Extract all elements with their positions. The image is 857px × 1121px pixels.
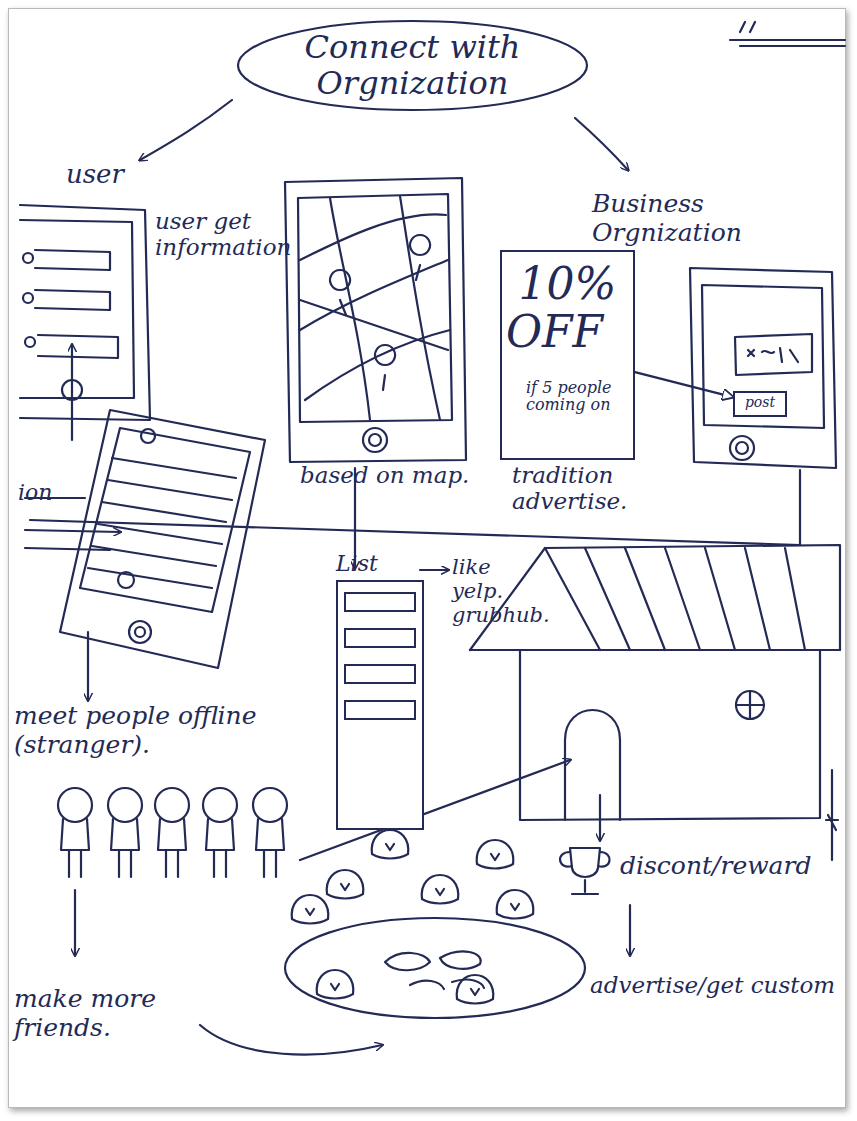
list-note: like yelp. grubhub. xyxy=(452,555,542,627)
node-text: List xyxy=(336,552,424,576)
list-view: List xyxy=(336,552,424,837)
list-arrow xyxy=(420,569,448,571)
reward-arrow xyxy=(629,905,631,955)
title-oval: Connect with Orgnization xyxy=(235,18,590,113)
node-text: if 5 people coming on xyxy=(506,379,629,414)
friends-note: make more friends. xyxy=(14,985,254,1043)
list-row xyxy=(344,628,416,648)
list-box xyxy=(336,580,424,830)
oval-arrows xyxy=(140,22,845,170)
friends-table xyxy=(200,830,585,1055)
user-label: user xyxy=(66,160,186,190)
post-phone xyxy=(690,268,836,468)
advertise-note: tradition advertise. xyxy=(512,462,672,515)
list-row xyxy=(344,592,416,612)
node-text: Connect with Orgnization xyxy=(235,30,590,100)
connector-line xyxy=(635,372,733,397)
user-note: user get information xyxy=(155,208,275,261)
photo-frame xyxy=(8,8,846,1108)
map-note: based on map. xyxy=(300,462,500,488)
cropped-label: ion xyxy=(18,480,78,505)
node-text: 10% xyxy=(506,260,629,308)
post-button: post xyxy=(733,391,787,417)
store-building xyxy=(470,545,840,840)
node-text: post xyxy=(737,395,783,410)
map-phone xyxy=(285,178,466,568)
stranger-figures xyxy=(58,760,570,955)
user-phone xyxy=(20,205,150,440)
list-row xyxy=(344,700,416,720)
node-text: OFF xyxy=(506,308,629,356)
advertise-note: advertise/get custom xyxy=(590,972,850,998)
offline-note: meet people offline (stranger). xyxy=(14,702,314,760)
list-row xyxy=(344,664,416,684)
discount-poster: 10%OFF if 5 people coming on xyxy=(500,250,635,460)
connector-arrow xyxy=(635,372,733,397)
business-label: Business Orgnization xyxy=(592,190,852,248)
reward-note: discont/reward xyxy=(620,852,845,881)
